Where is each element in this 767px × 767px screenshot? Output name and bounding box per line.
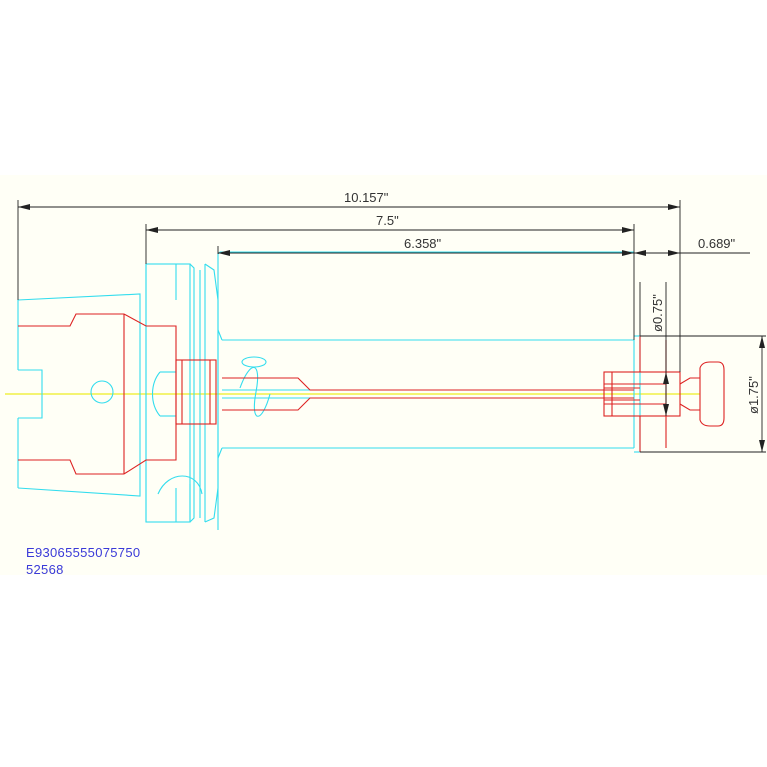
dimension-arrows [18, 204, 765, 452]
holder-body [17, 251, 641, 530]
part-number: 52568 [26, 562, 64, 577]
collet-length-label: 0.689" [698, 236, 736, 251]
nose-diameter-label: ø1.75" [746, 376, 761, 414]
nose-length-label: 6.358" [404, 236, 442, 251]
drawing-background [0, 175, 767, 575]
part-code: E93065555075750 [26, 545, 141, 560]
gauge-length-label: 7.5" [376, 213, 399, 228]
overall-length-label: 10.157" [344, 190, 389, 205]
dimension-lines [17, 200, 766, 453]
collet-diameter-label: ø0.75" [650, 294, 665, 332]
